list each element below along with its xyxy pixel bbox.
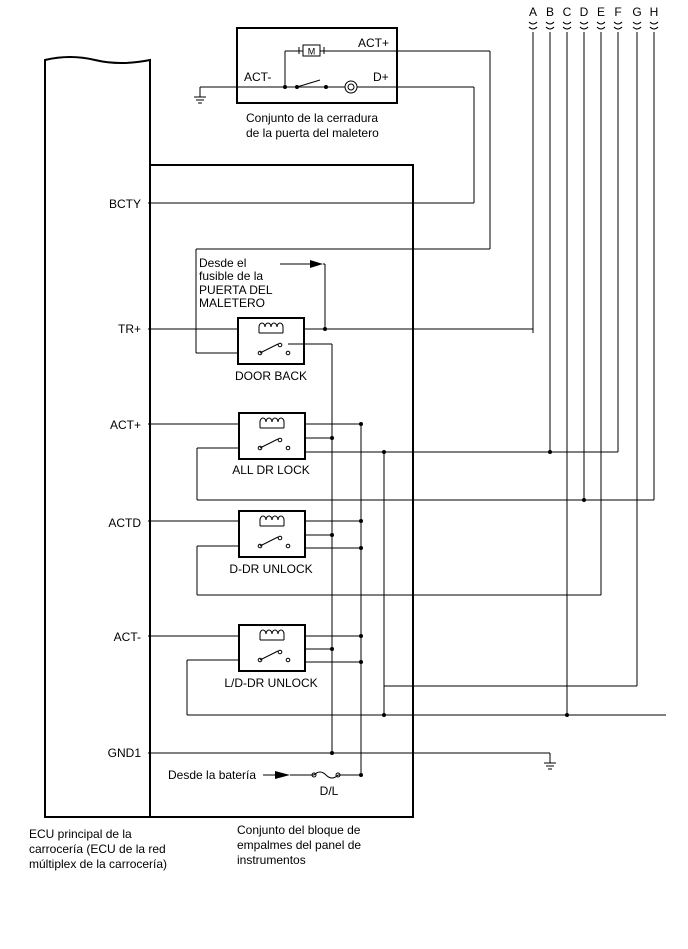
svg-text:fusible de la: fusible de la (199, 269, 263, 283)
pin-actd: ACTD (108, 516, 141, 530)
door-switch-icon (344, 80, 358, 94)
arrow-right-icon (310, 260, 323, 268)
svg-text:Desde el: Desde el (199, 256, 246, 270)
connector-a: A (529, 5, 537, 19)
lock-assembly-title-1: Conjunto de la cerradura (246, 111, 378, 125)
body-ecu: BCTY TR+ ACT+ ACTD ACT- GND1 ECU princip… (29, 56, 167, 871)
svg-text:MALETERO: MALETERO (199, 296, 265, 310)
pin-tr-plus: TR+ (118, 322, 141, 336)
junction-block: Conjunto del bloque de empalmes del pane… (149, 164, 414, 867)
pin-gnd1: GND1 (108, 746, 142, 760)
lock-assembly-title-2: de la puerta del maletero (246, 126, 379, 140)
relay-door-back: DOOR BACK (235, 317, 307, 383)
arrow-right-icon (275, 771, 290, 779)
connector-f: F (614, 5, 621, 19)
ground-icon-gnd1 (544, 762, 556, 770)
relay-door-back-label: DOOR BACK (235, 369, 307, 383)
ground-icon-lock (194, 86, 237, 104)
battery-feed: Desde la batería D/L (168, 768, 339, 798)
connector-vertical-wires (532, 32, 655, 715)
lock-to-ecu-wires (148, 50, 491, 354)
lock-act-plus-label: ACT+ (358, 36, 389, 50)
fuse-label: D/L (320, 784, 339, 798)
connector-wire-ends (528, 21, 659, 30)
ecu-label-3: múltiplex de la carrocería) (29, 857, 167, 871)
junction-label-1: Conjunto del bloque de (237, 823, 361, 837)
connector-h: H (650, 5, 659, 19)
ecu-label-1: ECU principal de la (29, 827, 132, 841)
trunk-lock-assembly: ACT+ ACT- D+ M Conjunto de la cerradura … (236, 27, 398, 140)
junction-dots (311, 327, 586, 778)
relay-all-dr-lock: ALL DR LOCK (232, 412, 310, 477)
connector-g: G (632, 5, 641, 19)
svg-text:M: M (308, 47, 316, 57)
junction-label-3: instrumentos (237, 853, 306, 867)
relay-d-dr-unlock: D-DR UNLOCK (229, 510, 313, 576)
pin-act-plus: ACT+ (110, 418, 141, 432)
junction-label-2: empalmes del panel de (237, 838, 361, 852)
fuse-note: Desde el fusible de la PUERTA DEL MALETE… (199, 256, 326, 330)
connector-d: D (580, 5, 589, 19)
lock-d-plus-label: D+ (373, 70, 389, 84)
svg-text:PUERTA DEL: PUERTA DEL (199, 283, 273, 297)
relay-all-dr-lock-label: ALL DR LOCK (232, 463, 310, 477)
connector-letters: A B C D E F G H (529, 5, 658, 19)
pin-act-minus: ACT- (114, 630, 141, 644)
connector-c: C (563, 5, 572, 19)
battery-label: Desde la batería (168, 768, 256, 782)
relay-d-dr-unlock-label: D-DR UNLOCK (229, 562, 312, 576)
relay-ld-dr-unlock-label: L/D-DR UNLOCK (224, 676, 317, 690)
junction-wiring (148, 328, 666, 779)
lock-act-minus-label: ACT- (244, 70, 271, 84)
relay-ld-dr-unlock: L/D-DR UNLOCK (224, 624, 318, 690)
connector-e: E (597, 5, 605, 19)
connector-b: B (546, 5, 554, 19)
ecu-label-2: carrocería (ECU de la red (29, 842, 166, 856)
pin-bcty: BCTY (109, 197, 141, 211)
